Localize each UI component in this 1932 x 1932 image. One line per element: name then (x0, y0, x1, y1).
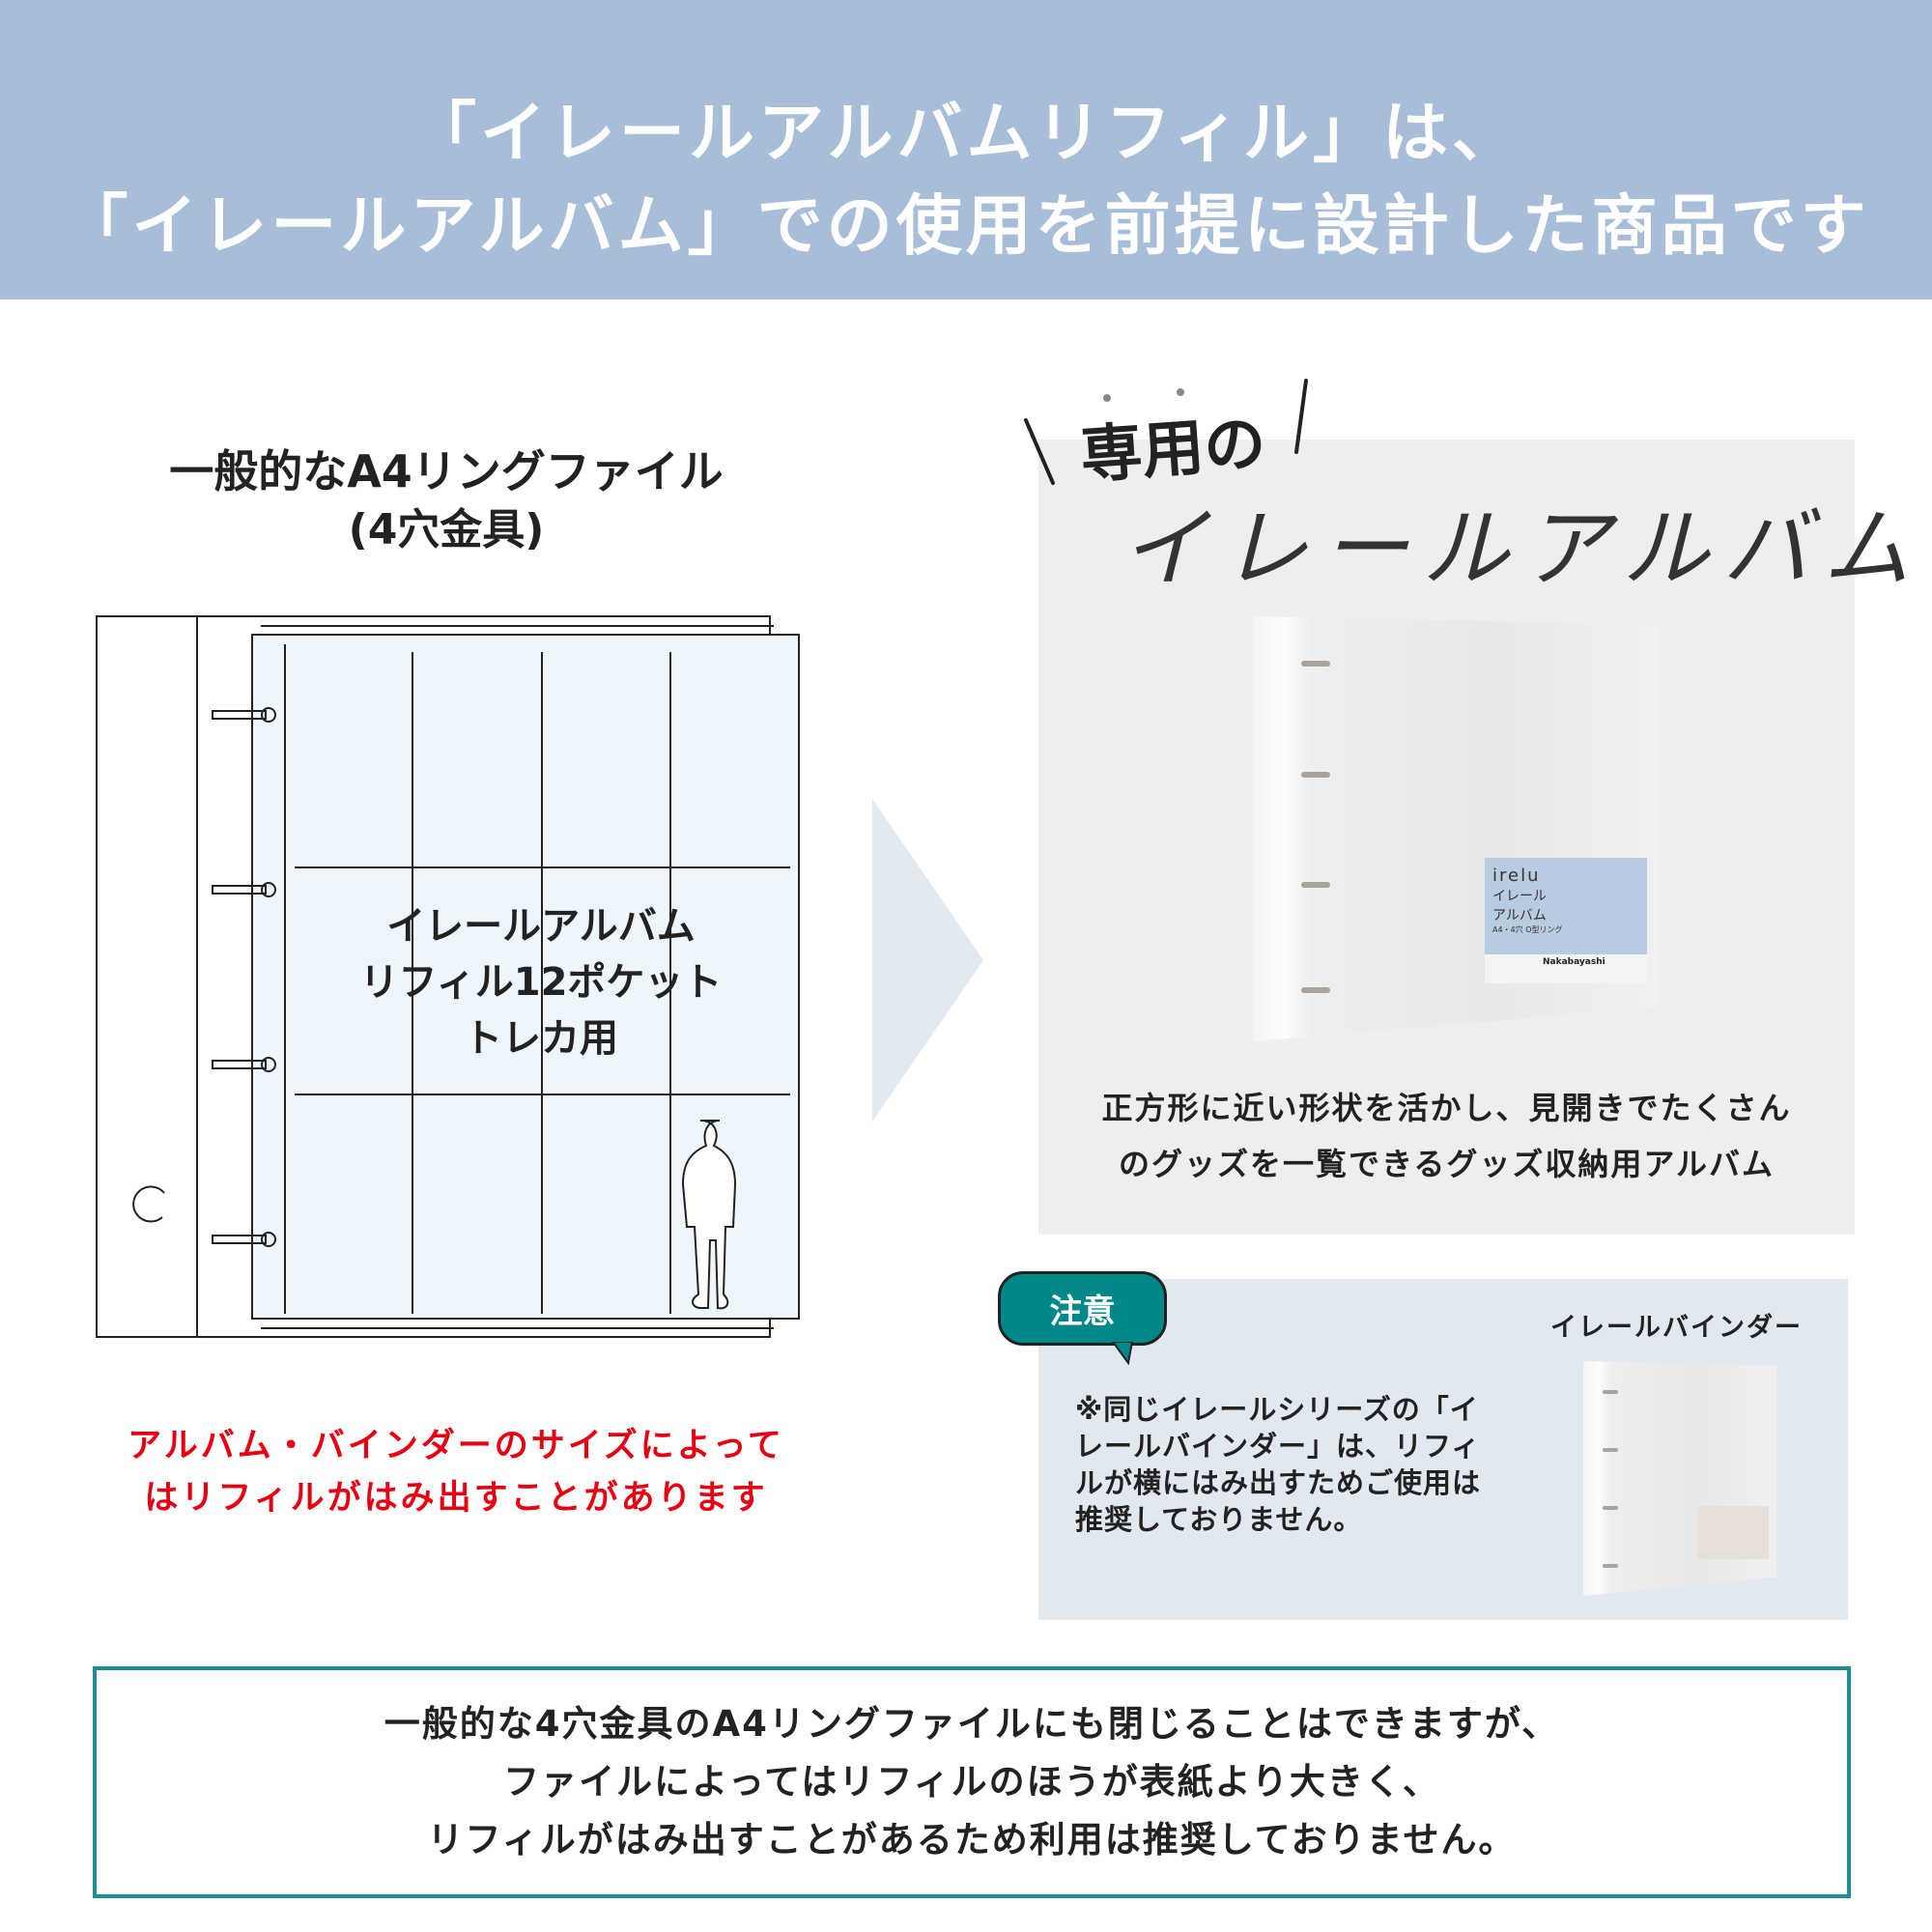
description-line: のグッズを一覧できるグッズ収納用アルバム (1118, 1146, 1776, 1182)
package-name: イレール (1492, 889, 1547, 904)
bottom-line: 一般的な4穴金具のA4リングファイルにも閉じることはできますが、 (384, 1703, 1560, 1745)
package-brand: irelu (1492, 866, 1541, 886)
person-silhouette-icon (681, 1120, 737, 1310)
arrow-right-icon (872, 799, 983, 1122)
binder-label: イレールバインダー (1550, 1313, 1803, 1343)
notice-line: ※同じイレールシリーズの「イ (1075, 1393, 1479, 1426)
refill-label: イレールアルバム リフィル12ポケット トレカ用 (290, 898, 792, 1066)
package-spec: A4・4穴 O型リング (1492, 925, 1563, 934)
binder-package-label (1697, 1506, 1769, 1559)
warning-line: アルバム・バインダーのサイズによって (128, 1427, 784, 1465)
package-name: アルバム (1492, 908, 1547, 923)
header-line-2: 「イレールアルバム」での使用を前提に設計した商品です (62, 188, 1870, 265)
speech-tail-icon (1111, 1342, 1134, 1365)
refill-label-line: トレカ用 (464, 1016, 618, 1061)
header-banner: 「イレールアルバムリフィル」は、 「イレールアルバム」での使用を前提に設計した商… (0, 0, 1932, 299)
ring-file-diagram (96, 615, 800, 1338)
bottom-line: ファイルによってはリフィルのほうが表紙より大きく、 (503, 1761, 1440, 1803)
package-maker: Nakabayashi (1485, 954, 1647, 983)
emphasis-marks-icon (1024, 379, 1308, 485)
refill-label-line: イレールアルバム (386, 904, 696, 949)
notice-badge: 注意 (998, 1271, 1167, 1346)
package-label: irelu イレール アルバム A4・4穴 O型リング (1485, 858, 1647, 954)
notice-line: レールバインダー」は、リフィ (1075, 1430, 1481, 1463)
binder-product-photo (1583, 1361, 1776, 1596)
size-warning: アルバム・バインダーのサイズによって はリフィルがはみ出すことがあります (70, 1420, 842, 1524)
notice-line: 推奨しておりません。 (1075, 1503, 1363, 1536)
notice-text: ※同じイレールシリーズの「イ レールバインダー」は、リフィ ルが横にはみ出すため… (1075, 1391, 1481, 1538)
finger-hole-icon (132, 1185, 165, 1223)
ring-icons (132, 707, 276, 1247)
notice-line: ルが横にはみ出すためご使用は (1075, 1466, 1482, 1499)
header-line-1: 「イレールアルバムリフィル」は、 (411, 96, 1521, 172)
bottom-line: リフィルがはみ出すことがあるため利用は推奨しておりません。 (427, 1819, 1517, 1861)
product-name: イレールアルバム (1121, 498, 1924, 600)
album-product-photo: irelu イレール アルバム A4・4穴 O型リング Nakabayashi (1253, 616, 1659, 1041)
refill-label-line: リフィル12ポケット (359, 960, 723, 1005)
bottom-notice-box: 一般的な4穴金具のA4リングファイルにも閉じることはできますが、 ファイルによっ… (93, 1666, 1851, 1898)
left-subtitle: (4穴金具) (348, 505, 545, 554)
warning-line: はリフィルがはみ出すことがあります (144, 1479, 768, 1518)
album-description: 正方形に近い形状を活かし、見開きでたくさん のグッズを一覧できるグッズ収納用アル… (1038, 1080, 1855, 1192)
left-title: 一般的なA4リングファイル (169, 445, 724, 497)
description-line: 正方形に近い形状を活かし、見開きでたくさん (1101, 1090, 1792, 1126)
